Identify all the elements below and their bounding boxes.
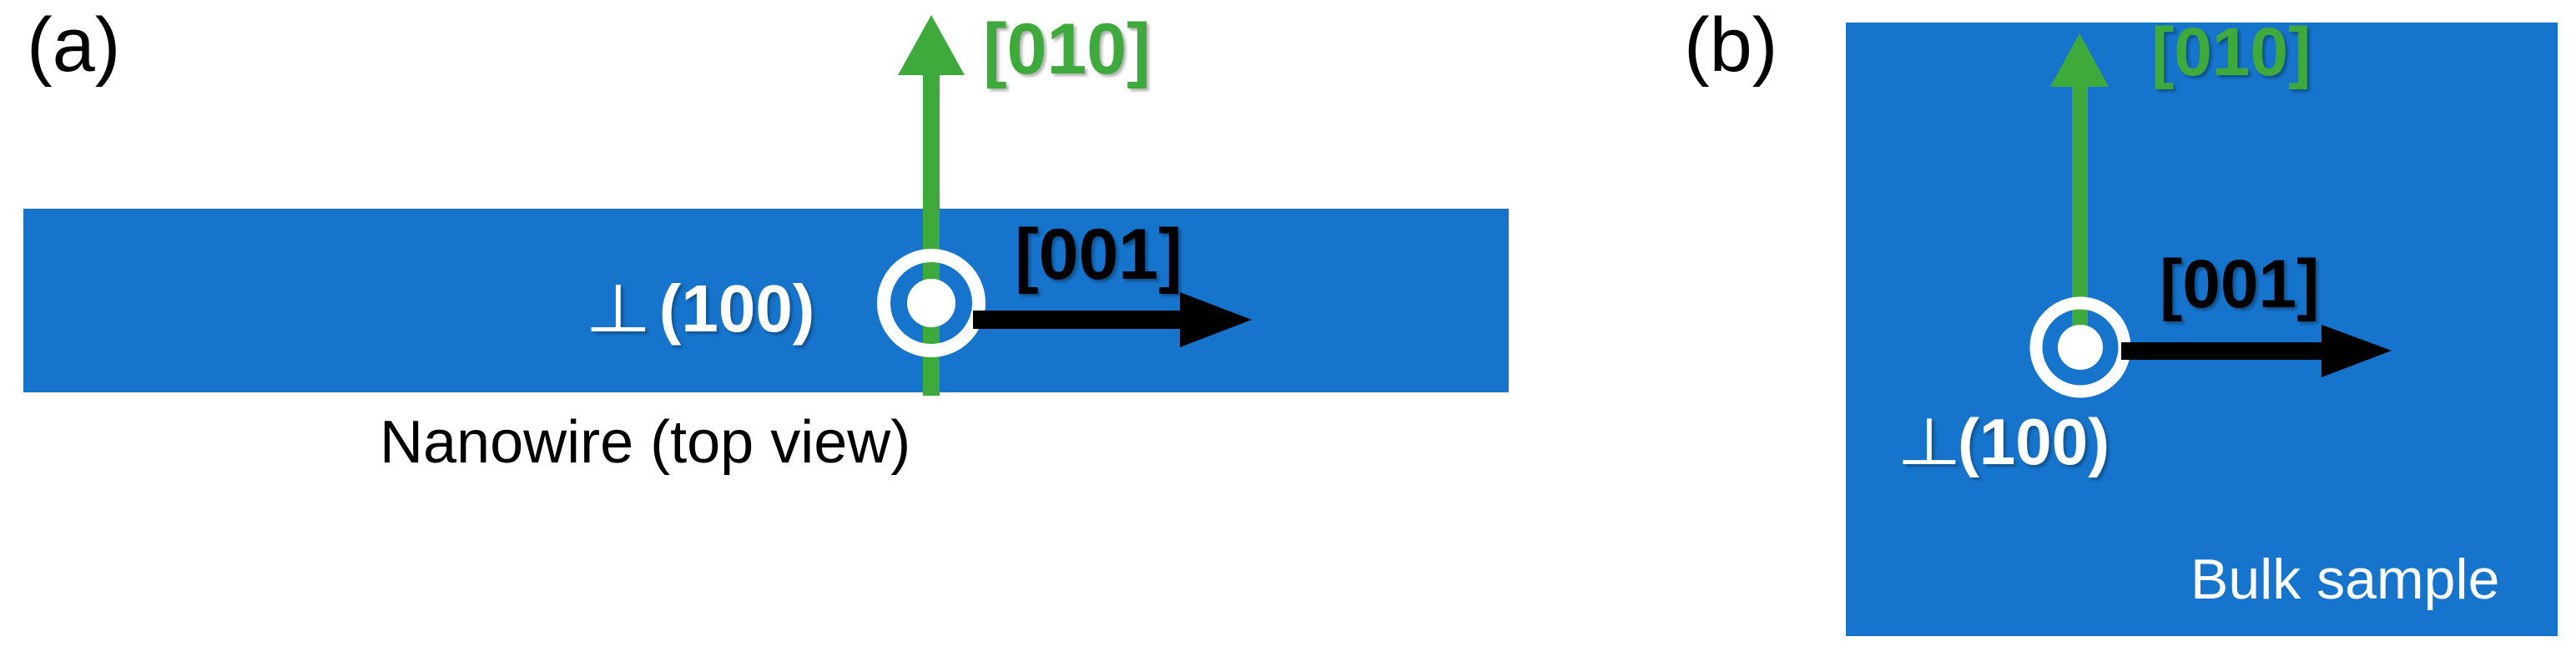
panel-a-label: (a) (27, 3, 121, 88)
panel-b-vertical-axis-arrow (2050, 33, 2109, 349)
panel-b-horizontal-axis-arrow (2121, 325, 2392, 377)
panel-b-out-of-plane-circle-dot-icon (2029, 296, 2131, 398)
panel-a-out-of-plane-circle-dot-icon (877, 249, 986, 357)
panel-b-label: (b) (1684, 3, 1778, 88)
panel-a-plane-label: ⊥(100) (585, 275, 815, 342)
panel-b-plane-label: ⊥(100) (1897, 409, 2110, 474)
panel-a-horizontal-axis-label: [001] (1015, 215, 1182, 295)
panel-a-plane-indices: (100) (658, 271, 815, 346)
panel-a-vertical-axis-label: [010] (983, 9, 1151, 89)
panel-a-nanowire-block (23, 209, 1509, 392)
panel-b-plane-indices: (100) (1957, 405, 2110, 478)
perpendicular-icon: ⊥ (1896, 405, 1963, 478)
panel-b-caption: Bulk sample (2190, 548, 2500, 611)
panel-a-caption: Nanowire (top view) (380, 409, 911, 476)
panel-b-bulk-block (1846, 23, 2558, 636)
panel-a-horizontal-axis-arrow (973, 292, 1252, 347)
panel-b-vertical-axis-label: [010] (2151, 14, 2311, 90)
panel-b-horizontal-axis-label: [001] (2160, 246, 2320, 322)
perpendicular-icon: ⊥ (584, 271, 652, 346)
